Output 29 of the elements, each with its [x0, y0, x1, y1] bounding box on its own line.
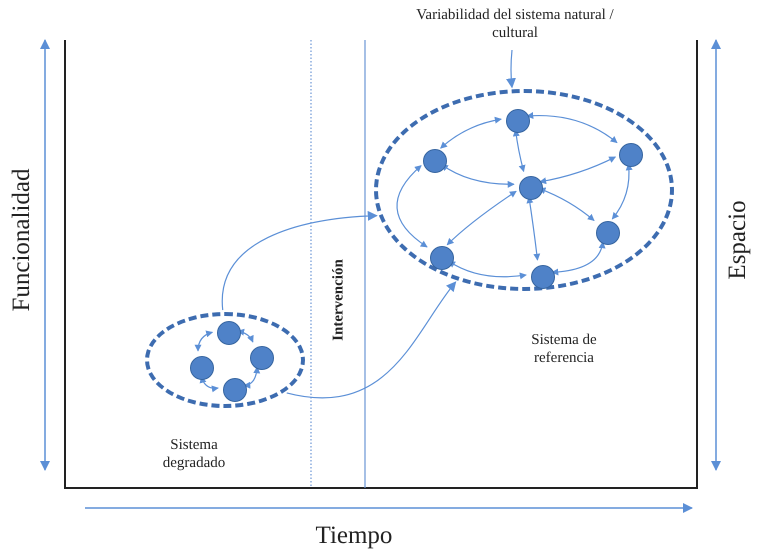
arrow [551, 241, 606, 276]
arrow [539, 156, 616, 184]
phase-label: Intervención [330, 259, 348, 341]
network-node-circle [190, 356, 214, 380]
axis-label: Funcionalidad [8, 168, 36, 312]
arrow [506, 50, 516, 88]
network-node-circle [217, 321, 241, 345]
network-node-circle [596, 221, 620, 245]
arrow [286, 281, 456, 398]
network-node-circle [519, 176, 543, 200]
arrow [446, 190, 517, 246]
network-node-circle [619, 143, 643, 167]
network-node-circle [223, 378, 247, 402]
arrow [440, 116, 502, 149]
network-node-circle [250, 346, 274, 370]
network-node-circle [531, 265, 555, 289]
network-node-circle [423, 149, 447, 173]
arrow [526, 112, 618, 144]
network-node-circle [430, 246, 454, 270]
system-label: Sistema degradado [162, 436, 226, 472]
arrow [194, 330, 214, 352]
annotation-text: Variabilidad del sistema natural / cultural [415, 6, 615, 42]
network-node-circle [506, 109, 530, 133]
system-label: Sistema de referencia [530, 331, 598, 367]
axis-label: Espacio [724, 200, 752, 280]
arrow [396, 165, 428, 248]
arrow [222, 211, 378, 310]
axis-label: Tiempo [316, 522, 392, 550]
arrow [243, 366, 260, 388]
